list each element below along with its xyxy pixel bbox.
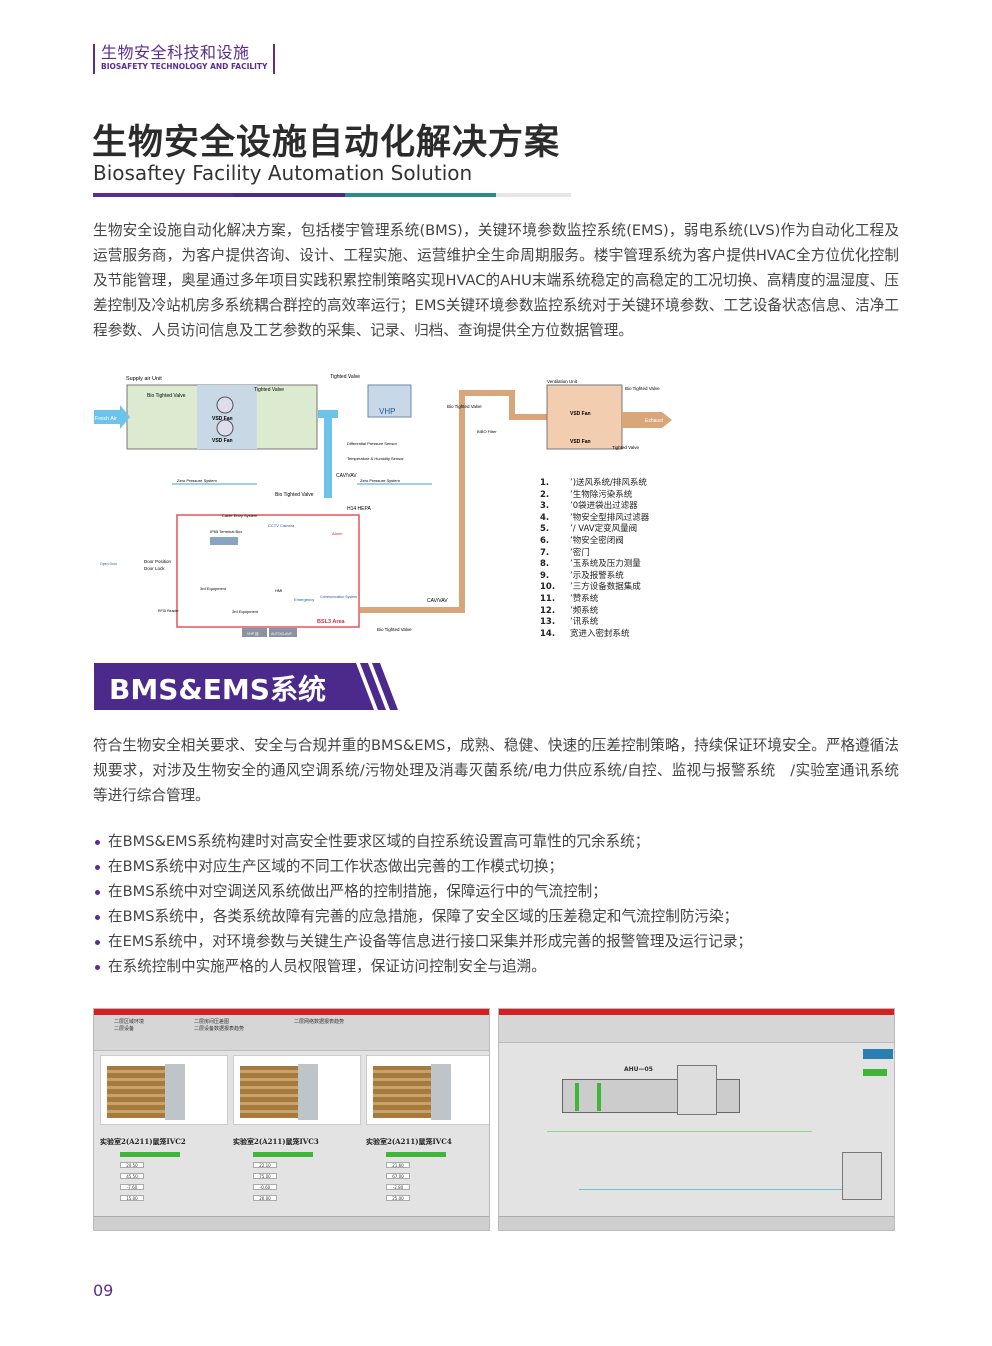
svg-text:Zero Pressure System: Zero Pressure System bbox=[360, 478, 400, 483]
svg-text:BSL3 Area: BSL3 Area bbox=[317, 619, 346, 625]
svg-text:BIBO Filter: BIBO Filter bbox=[477, 429, 497, 434]
legend-item: 12.’频系统 bbox=[540, 605, 599, 616]
svg-text:AUTOCLAVE: AUTOCLAVE bbox=[271, 632, 293, 636]
fan-icon bbox=[216, 419, 234, 437]
svg-text:Bio Tighted Valve: Bio Tighted Valve bbox=[625, 386, 660, 391]
legend-item: 6.’物安全密闭阀 bbox=[540, 535, 624, 546]
legend-item: 9.’示及报警系统 bbox=[540, 570, 624, 581]
ivc-monitor-screenshot: 二层区域环境二层设备 二层房间压差图二层设备数据报表趋势 二层网络数据报表趋势 … bbox=[93, 1008, 490, 1231]
svg-text:Bio Tighted Valve: Bio Tighted Valve bbox=[447, 404, 482, 409]
svg-text:VSD Fan: VSD Fan bbox=[212, 438, 233, 444]
svg-text:Bio Tighted Valve: Bio Tighted Valve bbox=[147, 393, 186, 399]
toolbar bbox=[499, 1216, 894, 1230]
bsl3-room bbox=[176, 514, 360, 628]
fresh-air-arrow bbox=[94, 405, 130, 429]
svg-text:VSD Fan: VSD Fan bbox=[212, 416, 233, 422]
svg-text:Door Lock: Door Lock bbox=[144, 566, 165, 571]
list-item: 在BMS系统中对空调送风系统做出严格的控制措施，保障运行中的气流控制； bbox=[93, 879, 752, 904]
list-item: 在BMS系统中对应生产区域的不同工作状态做出完善的工作模式切换； bbox=[93, 854, 752, 879]
system-diagram: Supply air Unit Fresh Air Bio Tighted Va… bbox=[94, 374, 672, 637]
supply-label: Supply air Unit bbox=[126, 376, 162, 382]
legend-item: 14.宽进入密封系统 bbox=[540, 628, 630, 639]
exhaust-arrow bbox=[622, 412, 672, 428]
legend-item: 2.’生物除污染系统 bbox=[540, 489, 633, 500]
legend-item: 5.’/ VAV定变风量阀 bbox=[540, 524, 638, 535]
section-header: 生物安全科技和设施 BIOSAFETY TECHNOLOGY AND FACIL… bbox=[93, 43, 276, 74]
ivc-image bbox=[100, 1055, 228, 1125]
svg-text:3rd Equipment: 3rd Equipment bbox=[200, 586, 227, 591]
legend-item: 10.’三方设备数据集成 bbox=[540, 582, 641, 593]
section-paragraph: 符合生物安全相关要求、安全与合规并重的BMS&EMS，成熟、稳健、快速的压差控制… bbox=[93, 737, 899, 804]
svg-text:Tighted Valve: Tighted Valve bbox=[612, 445, 640, 450]
legend-item: 7.’密门 bbox=[540, 547, 590, 558]
list-item: 在EMS系统中，对环境参数与关键生产设备等信息进行接口采集并形成完善的报警管理及… bbox=[93, 929, 752, 954]
section-name-en: BIOSAFETY TECHNOLOGY AND FACILITY bbox=[101, 62, 268, 71]
svg-text:CCTV Camera: CCTV Camera bbox=[268, 523, 295, 528]
svg-text:Door Position: Door Position bbox=[144, 559, 172, 564]
legend-item: 13.’讯系统 bbox=[540, 617, 599, 628]
legend-item: 11.’赞系统 bbox=[540, 593, 599, 604]
intro-paragraph: 生物安全设施自动化解决方案，包括楼宇管理系统(BMS)，关键环境参数监控系统(E… bbox=[93, 222, 899, 339]
section-banner bbox=[94, 663, 398, 710]
svg-text:VHP: VHP bbox=[379, 407, 395, 416]
list-item: 在BMS系统中，各类系统故障有完善的应急措施，保障了安全区域的压差稳定和气流控制… bbox=[93, 904, 752, 929]
svg-text:IP65 Terminal Box: IP65 Terminal Box bbox=[210, 529, 242, 534]
svg-text:Bio Tighted Valve: Bio Tighted Valve bbox=[275, 492, 314, 498]
svg-text:Tighted Valve: Tighted Valve bbox=[330, 374, 360, 380]
svg-text:VHP 接: VHP 接 bbox=[247, 631, 259, 636]
page-number: 09 bbox=[93, 1281, 114, 1300]
svg-text:Alarm: Alarm bbox=[332, 531, 343, 536]
ivc-image bbox=[233, 1055, 361, 1125]
svg-text:HMI: HMI bbox=[275, 588, 282, 593]
svg-text:Temperature & Humidity Sensor: Temperature & Humidity Sensor bbox=[347, 456, 404, 461]
feature-list: 在BMS&EMS系统构建时对高安全性要求区域的自控系统设置高可靠性的冗余系统； … bbox=[93, 829, 752, 979]
svg-text:Cable Entry System: Cable Entry System bbox=[222, 513, 258, 518]
svg-text:Fresh Air: Fresh Air bbox=[95, 416, 117, 422]
svg-text:Differential Pressure Sensor: Differential Pressure Sensor bbox=[347, 441, 398, 446]
legend-item: 4.’物安全型排风过滤器 bbox=[540, 512, 650, 523]
list-item: 在BMS&EMS系统构建时对高安全性要求区域的自控系统设置高可靠性的冗余系统； bbox=[93, 829, 752, 854]
legend-item: 1.’)送风系统/排风系统 bbox=[540, 478, 647, 488]
svg-text:RFID Reader: RFID Reader bbox=[158, 609, 179, 613]
svg-text:Communication System: Communication System bbox=[320, 595, 357, 599]
title-underline bbox=[93, 193, 571, 197]
ventilation-unit bbox=[546, 384, 623, 450]
page-title: 生物安全设施自动化解决方案 bbox=[92, 123, 561, 163]
toolbar bbox=[94, 1216, 489, 1230]
ivc-image bbox=[366, 1055, 489, 1125]
svg-text:CAV/VAV: CAV/VAV bbox=[336, 473, 357, 479]
legend-item: 3.’0袋进袋出过滤器 bbox=[540, 501, 638, 512]
svg-text:Bio Tighted Valve: Bio Tighted Valve bbox=[377, 627, 412, 632]
vhp-box bbox=[367, 384, 412, 418]
fan-icon bbox=[216, 396, 234, 414]
svg-text:Emergency: Emergency bbox=[294, 597, 314, 602]
exhaust-duct bbox=[360, 390, 557, 613]
section-name-cn: 生物安全科技和设施 bbox=[101, 43, 250, 62]
svg-text:Zero Pressure System: Zero Pressure System bbox=[177, 478, 217, 483]
svg-text:H14 HEPA: H14 HEPA bbox=[347, 506, 371, 512]
svg-text:Ventilation Unit: Ventilation Unit bbox=[547, 379, 578, 384]
legend-item: 8.’玉系统及压力测量 bbox=[540, 559, 641, 570]
svg-text:Open Door: Open Door bbox=[100, 562, 118, 566]
svg-text:VSD Fan: VSD Fan bbox=[570, 411, 591, 417]
list-item: 在系统控制中实施严格的人员权限管理，保证访问控制安全与追溯。 bbox=[93, 954, 752, 979]
page-subtitle: Biosaftey Facility Automation Solution bbox=[93, 161, 473, 185]
section-title: BMS&EMS系统 bbox=[109, 673, 326, 706]
svg-text:CAV/VAV: CAV/VAV bbox=[427, 598, 448, 604]
ahu-monitor-screenshot: AHU—05 bbox=[498, 1008, 895, 1231]
svg-text:3rd Equipment: 3rd Equipment bbox=[232, 609, 259, 614]
svg-text:Exhaust: Exhaust bbox=[645, 418, 664, 424]
svg-text:VSD Fan: VSD Fan bbox=[570, 439, 591, 445]
svg-text:Tighted Valve: Tighted Valve bbox=[254, 387, 284, 393]
